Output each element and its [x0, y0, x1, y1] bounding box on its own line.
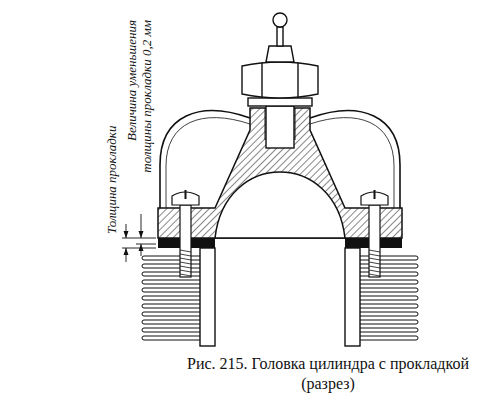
- thread-line: [180, 262, 191, 264]
- cooling-fin: [142, 288, 202, 292]
- cooling-fin: [142, 272, 202, 276]
- figure-caption: Рис. 215. Головка цилиндра с прокладкой …: [178, 354, 478, 394]
- cooling-fin: [358, 328, 418, 332]
- thread-line: [369, 258, 380, 260]
- spark-plug-nut: [242, 13, 318, 148]
- cooling-fin: [358, 304, 418, 308]
- cooling-fin: [358, 336, 418, 340]
- thread-line: [180, 250, 191, 252]
- dimension-label: Величина уменьшения толщины прокладки 0,…: [124, 20, 154, 196]
- thread-line: [369, 254, 380, 256]
- thread-line: [180, 274, 191, 276]
- thread-line: [369, 250, 380, 252]
- cooling-fin: [142, 256, 202, 260]
- cooling-fin: [142, 280, 202, 284]
- thread-line: [369, 274, 380, 276]
- thread-line: [180, 270, 191, 272]
- thread-line: [180, 258, 191, 260]
- cooling-fin: [358, 312, 418, 316]
- cooling-fin: [142, 304, 202, 308]
- cooling-fin: [142, 328, 202, 332]
- cooling-fin: [358, 272, 418, 276]
- dimension-lines: [122, 214, 156, 262]
- cooling-fin: [142, 312, 202, 316]
- cooling-fin: [358, 320, 418, 324]
- cooling-fin: [358, 296, 418, 300]
- cooling-fin: [142, 296, 202, 300]
- thread-line: [369, 266, 380, 268]
- cylinder-wall: [200, 248, 360, 346]
- cooling-fin: [358, 256, 418, 260]
- cooling-fin: [142, 320, 202, 324]
- thread-line: [369, 270, 380, 272]
- head-screw: [172, 190, 388, 277]
- dimension-label: Толщина прокладки: [104, 94, 119, 234]
- cooling-fin: [358, 288, 418, 292]
- cooling-fin: [358, 280, 418, 284]
- cooling-fin: [142, 336, 202, 340]
- thread-line: [369, 262, 380, 264]
- thread-line: [180, 266, 191, 268]
- cooling-fin: [358, 264, 418, 268]
- gasket: [158, 238, 402, 248]
- thread-line: [180, 254, 191, 256]
- cooling-fin: [142, 264, 202, 268]
- screw-thread: [180, 250, 380, 276]
